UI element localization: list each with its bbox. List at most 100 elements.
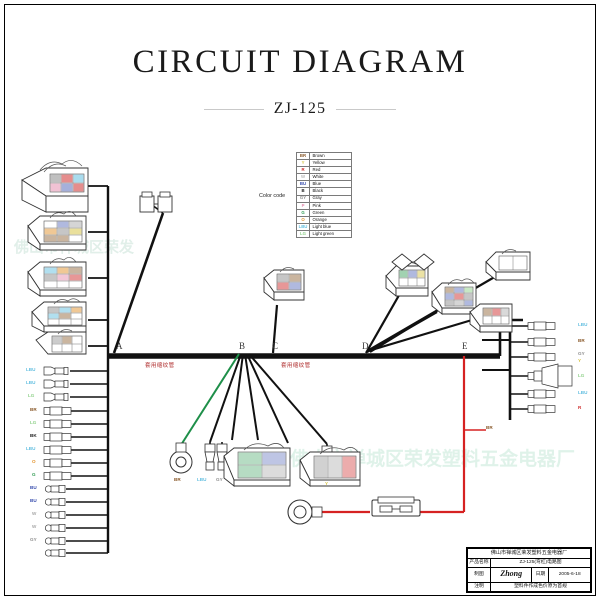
legend-abbr: BU: [296, 180, 310, 189]
note-value: 塑料件作成色价原为首规: [490, 581, 591, 593]
connector-block-e2: [469, 303, 513, 333]
connector-block-d3: [391, 253, 435, 271]
color-code-label: Color code: [259, 193, 286, 199]
page-border: [4, 4, 596, 596]
node-label-a: A: [116, 341, 123, 351]
legend-abbr: R: [296, 166, 310, 175]
legend-name: Light green: [309, 230, 352, 239]
branch-node-e-power: [320, 356, 486, 514]
legend-name: Blue: [309, 180, 352, 189]
terminal-label: LG: [30, 420, 37, 425]
terminal-label: LBU: [578, 322, 588, 327]
right-harness: [482, 318, 528, 420]
legend-name: Red: [309, 166, 352, 175]
product-name-key: 产品名称: [467, 557, 491, 569]
terminal-label: BR: [578, 338, 585, 343]
terminal-label: W: [32, 524, 37, 529]
legend-abbr: B: [296, 187, 310, 196]
legend-name: Orange: [309, 215, 352, 224]
legend-abbr: O: [296, 215, 310, 224]
annotation-sleeve-1: 套用缩纹管: [145, 363, 175, 369]
connector-block-left-4: [31, 298, 87, 333]
company-name: 佛山市禅城区荣发塑料五金电器厂: [467, 548, 591, 559]
terminal-label: Y: [325, 481, 329, 486]
legend-name: White: [309, 173, 352, 182]
terminal-label: GY: [578, 351, 585, 356]
terminal-label: BK: [30, 433, 37, 438]
legend-abbr: G: [296, 208, 310, 217]
date-value: 2005-6-18: [548, 567, 591, 583]
legend-abbr: Y: [296, 159, 310, 168]
legend-abbr: LG: [296, 230, 310, 239]
left-terminal-leads: [66, 370, 108, 554]
connector-block-left-5: [35, 329, 87, 355]
subtitle-rule-left: [203, 108, 264, 110]
terminal-label: LBU: [197, 477, 207, 482]
terminal-label: LBU: [578, 390, 588, 395]
page-title: CIRCUIT DIAGRAM: [132, 44, 468, 80]
right-terminal-glyphs: [527, 321, 573, 414]
legend-abbr: BR: [296, 151, 310, 161]
terminal-label: Y: [578, 358, 582, 363]
terminal-label: LBU: [26, 367, 36, 372]
node-label-e: E: [462, 341, 468, 351]
connector-block-e1: [485, 249, 531, 281]
battery-ring-terminal: [287, 499, 323, 525]
legend-abbr: P: [296, 201, 310, 210]
drawn-by-value: Zhong: [489, 567, 533, 583]
terminal-label: LG: [578, 373, 585, 378]
connector-block-mid-1: [223, 443, 291, 487]
terminal-label: W: [32, 511, 37, 516]
legend-name: Black: [309, 187, 352, 196]
legend-abbr: LBU: [296, 222, 310, 232]
model-subtitle: ZJ-125: [273, 100, 327, 117]
branch-node-c: [271, 304, 279, 354]
date-key: 日期: [531, 567, 550, 583]
terminal-label: BR: [30, 407, 37, 412]
note-key: 注明: [467, 581, 491, 593]
pin-color-fills: [44, 174, 509, 478]
terminal-label: LG: [28, 393, 35, 398]
terminal-label: O: [32, 459, 36, 464]
terminal-label: BR: [174, 477, 181, 482]
legend-abbr: GY: [296, 194, 310, 203]
node-label-d: D: [362, 341, 369, 351]
legend-name: Green: [309, 208, 352, 217]
branch-node-a: [112, 204, 165, 354]
fuse-holder: [371, 496, 421, 517]
legend-name: Brown: [309, 151, 352, 161]
node-label-c: C: [272, 341, 279, 351]
node-label-b: B: [239, 341, 246, 351]
connector-block-top-a: [139, 191, 173, 213]
legend-name: Gray: [309, 194, 352, 203]
terminal-label: LBU: [26, 380, 36, 385]
terminal-label: GY: [30, 537, 37, 542]
legend-abbr: W: [296, 173, 310, 182]
legend-name: Light blue: [309, 222, 352, 232]
terminal-label: G: [32, 472, 36, 477]
annotation-sleeve-2: 套用缩纹管: [281, 363, 311, 369]
terminal-label: GY: [216, 477, 223, 482]
product-name-value: ZJ-125(弯杠)电路图: [490, 557, 591, 569]
terminal-label: R: [578, 405, 582, 410]
branch-node-b: [180, 353, 328, 446]
subtitle-rule-right: [336, 108, 397, 110]
title-block: 佛山市禅城区荣发塑料五金电器厂 产品名称 ZJ-125(弯杠)电路图 制图 Zh…: [466, 547, 592, 593]
legend-name: Pink: [309, 201, 352, 210]
terminal-label: BU: [30, 485, 37, 490]
ring-terminal-left: [169, 442, 193, 474]
